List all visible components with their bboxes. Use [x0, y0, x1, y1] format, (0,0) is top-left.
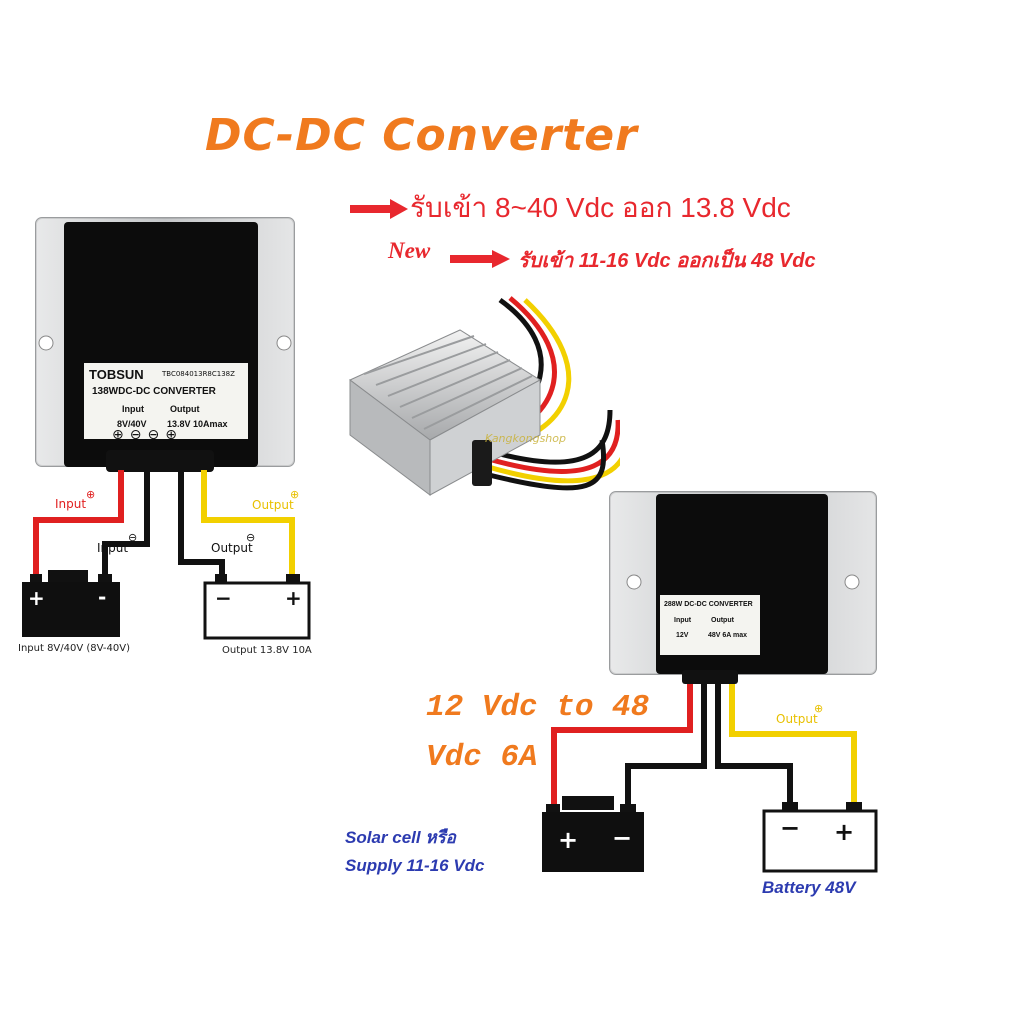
svg-text:⊕: ⊕ — [290, 488, 299, 501]
page-title: DC-DC Converter — [205, 110, 638, 161]
svg-text:−: − — [215, 586, 232, 610]
right-wiring-diagram: + − − + ⊕ — [542, 491, 878, 873]
product-photo — [349, 296, 620, 496]
left-brand: TOBSUN — [89, 367, 144, 382]
target-battery — [762, 809, 878, 873]
left-wiring-diagram: + - − + ⊕ ⊖ ⊖ ⊕ — [22, 217, 311, 640]
right-spec-line-a: 12 Vdc to 48 — [426, 690, 650, 725]
left-model-code: TBC084013R8C138Z — [162, 370, 235, 378]
left-unit-label — [84, 363, 248, 439]
right-input-value: 12V — [676, 632, 689, 639]
right-model: 288W DC-DC CONVERTER — [664, 601, 753, 608]
left-input-header: Input — [122, 404, 144, 414]
output-pos-label: Output — [252, 498, 294, 512]
output-neg-label: Output — [211, 541, 253, 555]
arrow-icon-2 — [450, 250, 510, 268]
output-battery — [203, 581, 311, 640]
spec-line-2: รับเข้า 11-16 Vdc ออกเป็น 48 Vdc — [518, 250, 816, 272]
left-input-value: 8V/40V — [117, 419, 147, 429]
svg-text:⊕: ⊕ — [86, 488, 95, 501]
right-unit-label — [660, 595, 760, 655]
right-output-header: Output — [711, 617, 734, 624]
right-input-header: Input — [674, 617, 692, 624]
svg-text:-: - — [98, 585, 106, 609]
svg-text:⊖: ⊖ — [246, 531, 255, 544]
source-battery — [542, 812, 644, 872]
watermark: Kangkongshop — [485, 432, 566, 445]
arrow-icon-1 — [350, 199, 408, 219]
source-line-a: Solar cell หรือ — [345, 828, 456, 847]
right-output-value: 48V 6A max — [708, 632, 748, 639]
output-caption: Output 13.8V 10A — [222, 645, 312, 656]
right-output-label: Output — [776, 712, 818, 726]
spec-line-1: รับเข้า 8~40 Vdc ออก 13.8 Vdc — [410, 192, 791, 223]
svg-text:+: + — [834, 818, 854, 846]
battery-label: Battery 48V — [762, 878, 856, 897]
source-line-b: Supply 11-16 Vdc — [345, 856, 485, 875]
svg-text:−: − — [612, 824, 632, 852]
left-output-header: Output — [170, 404, 200, 414]
new-badge: New — [388, 238, 431, 263]
svg-text:+: + — [285, 586, 302, 610]
left-terminal-icons: ⊕⊖⊖⊕ — [112, 427, 183, 443]
svg-text:⊕: ⊕ — [814, 702, 823, 715]
svg-text:+: + — [28, 586, 45, 610]
right-spec-line-b: Vdc 6A — [426, 740, 538, 775]
input-pos-label: Input — [55, 497, 87, 511]
left-model: 138WDC-DC CONVERTER — [92, 386, 216, 397]
input-caption: Input 8V/40V (8V-40V) — [18, 643, 130, 654]
svg-text:⊖: ⊖ — [128, 531, 137, 544]
left-output-value: 13.8V 10Amax — [167, 419, 228, 429]
input-battery — [22, 582, 120, 637]
svg-text:−: − — [780, 814, 800, 842]
svg-text:+: + — [558, 826, 578, 854]
input-neg-label: Input — [97, 541, 129, 555]
